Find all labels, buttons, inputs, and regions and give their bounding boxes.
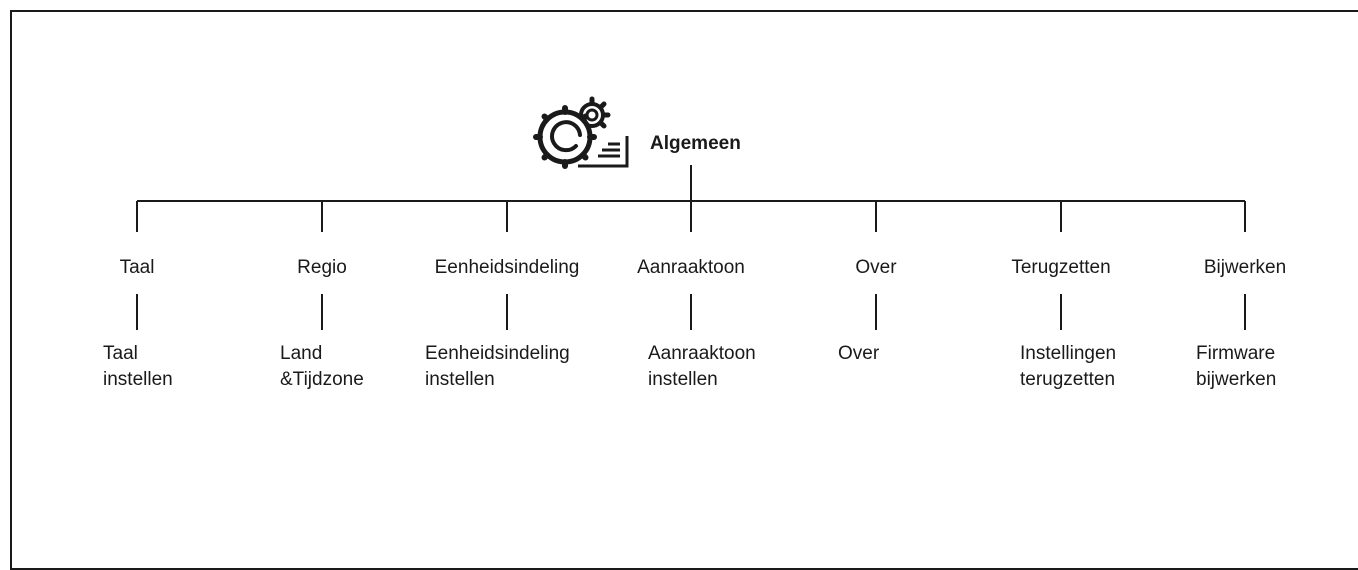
category-label: Taal [119, 257, 155, 278]
subitem-label: Land&Tijdzone [280, 341, 364, 393]
subitem-line: Aanraaktoon [648, 343, 756, 364]
subitem-line: Instellingen [1020, 343, 1117, 364]
root-node-label: Algemeen [650, 133, 741, 154]
subitem-line: Taal [103, 343, 138, 364]
subitem-line: terugzetten [1020, 369, 1116, 390]
subitem-label: Firmware bijwerken [1196, 341, 1276, 393]
subitem-line: &Tijdzone [280, 369, 364, 390]
subitem-line: instellen [103, 369, 173, 390]
category-label: Aanraaktoon [637, 257, 745, 278]
subitem-label: Over [838, 341, 879, 367]
subitem-label: Taal instellen [103, 341, 173, 393]
tree-connectors [136, 165, 1246, 330]
gear-settings-icon [533, 96, 629, 169]
subitem-line: instellen [425, 369, 495, 390]
subitem-line: Eenheidsindeling [425, 343, 570, 364]
subitem-line: Over [838, 343, 880, 364]
subitem-line: Firmware [1196, 343, 1276, 364]
subitem-line: bijwerken [1196, 369, 1277, 390]
category-label: Over [855, 257, 897, 278]
category-label: Bijwerken [1203, 257, 1287, 278]
subitem-line: instellen [648, 369, 718, 390]
category-label: Eenheidsindeling [434, 257, 580, 278]
category-label: Terugzetten [1011, 257, 1111, 278]
subitem-label: Aanraaktoon instellen [648, 341, 756, 393]
subitem-line: Land [280, 343, 323, 364]
subitem-label: Eenheidsindeling instellen [425, 341, 570, 393]
subitem-label: Instellingen terugzetten [1020, 341, 1116, 393]
category-label: Regio [297, 257, 347, 278]
